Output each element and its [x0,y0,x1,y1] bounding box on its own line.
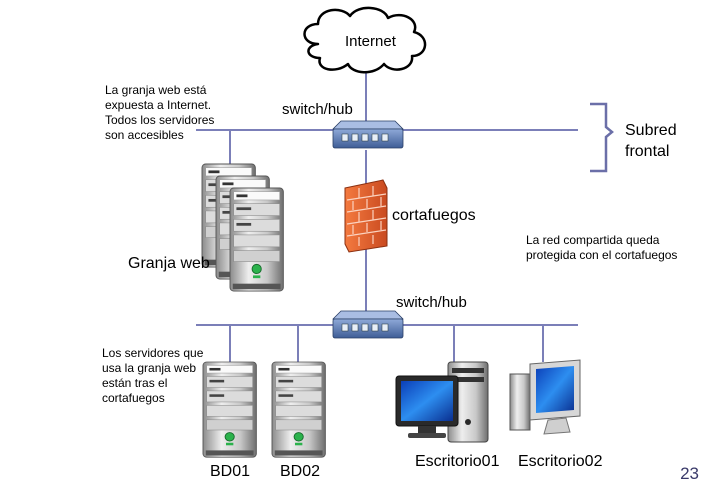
note-servers-behind: Los servidores que usa la granja web est… [102,346,203,406]
switch-icon [332,120,404,149]
note-line: Los servidores que [102,346,204,360]
note-line: La red compartida queda [526,233,660,247]
cloud-icon [303,6,427,74]
server-icon [202,361,257,458]
note-line: protegida con el cortafuegos [526,248,678,262]
server-icon [271,361,326,458]
note-line: son accesibles [105,128,184,142]
desktop2-label: Escritorio02 [518,453,603,470]
switch-top-label: switch/hub [282,101,353,118]
note-web-exposed: La granja web está expuesta a Internet. … [105,83,214,143]
desktop1-label: Escritorio01 [415,453,500,470]
subnet-bracket [590,102,614,173]
firewall-label: cortafuegos [392,207,476,224]
note-line: Todos los servidores [105,113,215,127]
note-line: expuesta a Internet. [105,98,212,112]
page-number: 23 [680,464,699,483]
desktop-icon [395,361,489,443]
desktop-icon [509,359,581,435]
note-shared-protected: La red compartida queda protegida con el… [526,233,677,263]
switch-icon [332,310,404,339]
note-line: están tras el [102,376,168,390]
firewall-icon [344,179,388,253]
note-line: La granja web está [105,83,207,97]
subnet-label-line: frontal [625,143,670,160]
note-line: usa la granja web [102,361,197,375]
web-farm-label: Granja web [128,255,210,272]
bd01-label: BD01 [210,463,251,480]
subnet-label: Subred frontal [625,120,677,162]
bd02-label: BD02 [280,463,321,480]
note-line: cortafuegos [102,391,165,405]
switch-bottom-label: switch/hub [396,294,467,311]
server-icon [229,187,284,292]
subnet-label-line: Subred [625,122,677,139]
internet-label: Internet [345,33,396,50]
